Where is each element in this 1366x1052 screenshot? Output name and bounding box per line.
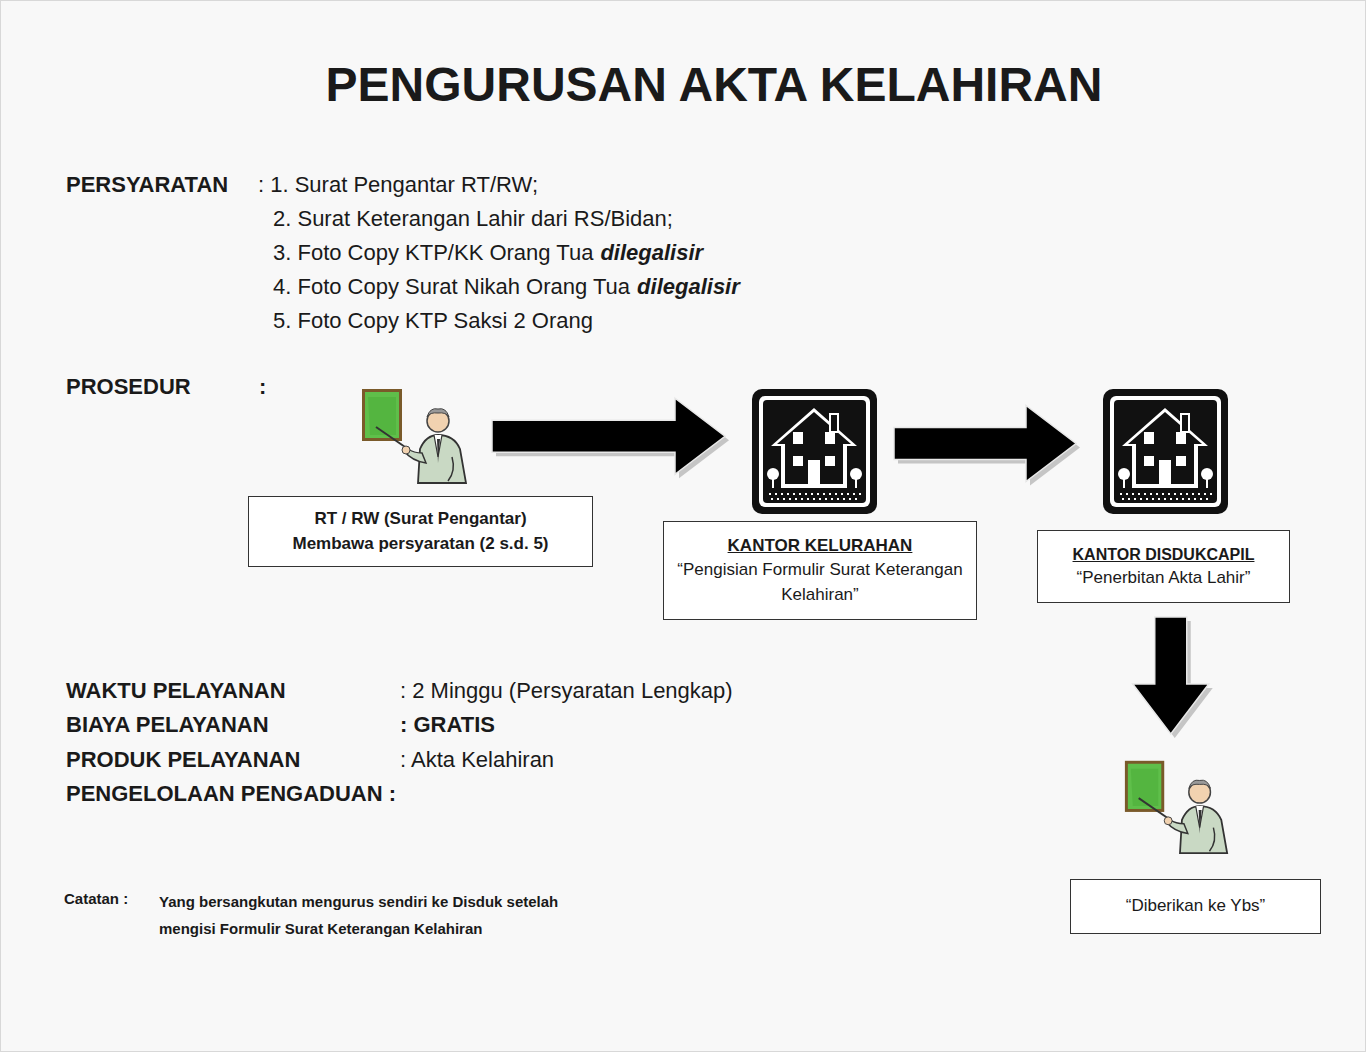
box-heading: KANTOR KELURAHAN bbox=[728, 534, 913, 559]
teacher-icon bbox=[356, 387, 476, 487]
field-name: PRODUK PELAYANAN bbox=[66, 747, 300, 773]
page-title: PENGURUSAN AKTA KELAHIRAN bbox=[326, 56, 1103, 114]
note-heading: Catatan : bbox=[64, 890, 128, 908]
arrow-group bbox=[894, 406, 1080, 486]
section-heading: PERSYARATAN bbox=[66, 172, 228, 198]
process-box: “Diberikan ke Ybs” bbox=[1070, 879, 1321, 934]
flow-arrow bbox=[1133, 617, 1209, 734]
process-box: KANTOR DISDUKCAPIL“Penerbitan Akta Lahir… bbox=[1037, 530, 1290, 603]
emphasis-text: dilegalisir bbox=[637, 274, 740, 300]
box-text: “Pengisian Formulir Surat Keterangan Kel… bbox=[674, 558, 966, 607]
process-box: RT / RW (Surat Pengantar)Membawa persyar… bbox=[248, 496, 593, 567]
field-value: : 2 Minggu (Persyaratan Lengkap) bbox=[400, 678, 733, 704]
note-text: Yang bersangkutan mengurus sendiri ke Di… bbox=[159, 888, 609, 942]
arrow-group bbox=[492, 398, 729, 478]
requirement-item: 5. Foto Copy KTP Saksi 2 Orang bbox=[273, 308, 593, 334]
separator: : bbox=[259, 374, 266, 400]
office-icon bbox=[1102, 388, 1229, 515]
arrow-group bbox=[1133, 617, 1213, 738]
box-text: “Diberikan ke Ybs” bbox=[1126, 894, 1266, 919]
flow-arrow bbox=[492, 398, 725, 474]
field-name: PENGELOLAAN PENGADUAN : bbox=[66, 781, 396, 807]
field-name: BIAYA PELAYANAN bbox=[66, 712, 269, 738]
requirement-item: 2. Surat Keterangan Lahir dari RS/Bidan; bbox=[273, 206, 673, 232]
box-heading: KANTOR DISDUKCAPIL bbox=[1073, 543, 1255, 566]
requirement-item: 3. Foto Copy KTP/KK Orang Tua bbox=[273, 240, 593, 266]
field-value: : GRATIS bbox=[400, 712, 495, 738]
box-heading: RT / RW (Surat Pengantar) bbox=[314, 507, 526, 532]
box-text: “Penerbitan Akta Lahir” bbox=[1077, 566, 1251, 591]
flow-arrow bbox=[894, 406, 1076, 482]
office-icon bbox=[751, 388, 878, 515]
requirement-item: : 1. Surat Pengantar RT/RW; bbox=[258, 172, 538, 198]
field-name: WAKTU PELAYANAN bbox=[66, 678, 286, 704]
process-box: KANTOR KELURAHAN“Pengisian Formulir Sura… bbox=[663, 521, 977, 620]
section-heading: PROSEDUR bbox=[66, 374, 191, 400]
box-text: Membawa persyaratan (2 s.d. 5) bbox=[292, 532, 548, 557]
requirement-item: 4. Foto Copy Surat Nikah Orang Tua bbox=[273, 274, 630, 300]
teacher-icon bbox=[1119, 758, 1237, 858]
emphasis-text: dilegalisir bbox=[600, 240, 703, 266]
field-value: : Akta Kelahiran bbox=[400, 747, 554, 773]
